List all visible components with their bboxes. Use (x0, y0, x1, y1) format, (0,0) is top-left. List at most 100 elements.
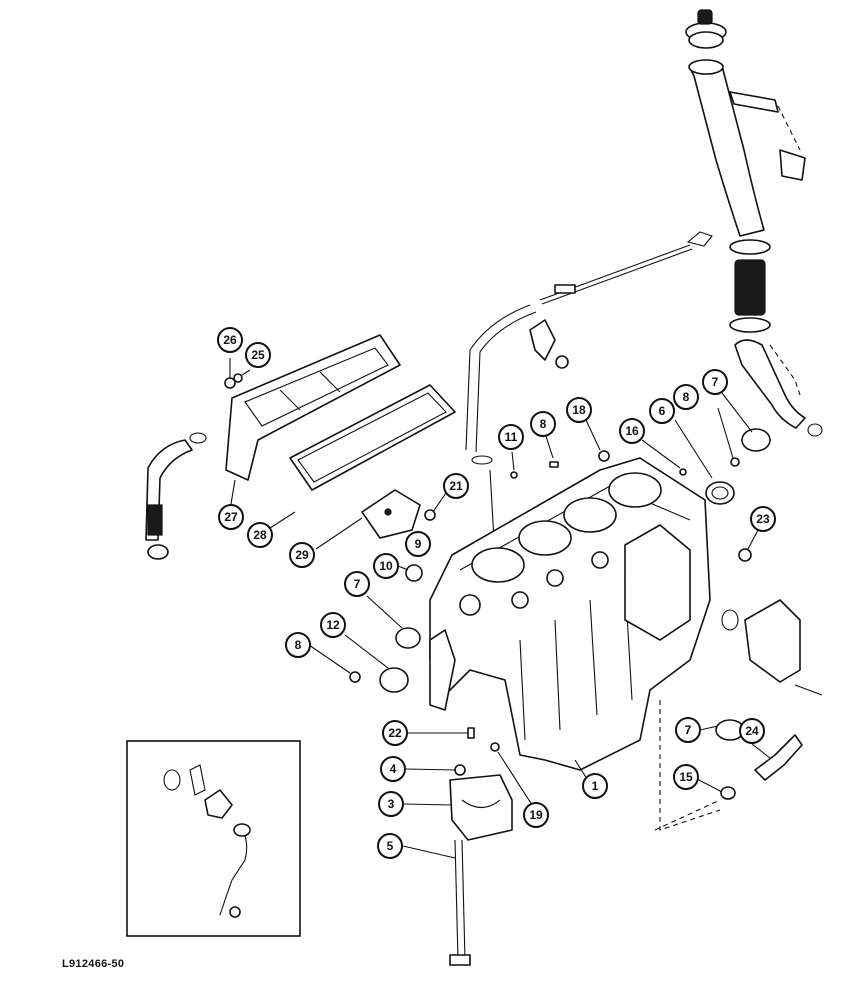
oil-filler-cap (685, 9, 727, 49)
callout-19: 19 (523, 802, 549, 828)
callout-number: 22 (388, 726, 402, 740)
callout-circle (218, 504, 244, 530)
callout-number: 5 (387, 839, 394, 853)
callout-8: 8 (673, 384, 699, 410)
callout-circle (320, 612, 346, 638)
callout-29: 29 (289, 542, 315, 568)
callout-number: 25 (251, 348, 265, 362)
cam-bushing (705, 481, 735, 505)
callout-circle (378, 791, 404, 817)
callout-number: 21 (449, 479, 463, 493)
callout-circle (382, 720, 408, 746)
callout-circle (530, 411, 556, 437)
callout-circle (649, 398, 675, 424)
callout-circle (405, 531, 431, 557)
small-parts (224, 373, 752, 776)
callout-circle (675, 717, 701, 743)
callout-number: 11 (505, 430, 518, 444)
callout-7: 7 (675, 717, 701, 743)
callout-number: 1 (592, 779, 599, 793)
dipstick-tube (465, 304, 569, 541)
callout-number: 27 (224, 510, 238, 524)
callout-circle (702, 369, 728, 395)
callout-3: 3 (378, 791, 404, 817)
rear-cover (721, 599, 823, 696)
callout-circle (377, 833, 403, 859)
callout-circle (498, 424, 524, 450)
callout-circle (673, 384, 699, 410)
callout-number: 7 (354, 577, 361, 591)
callout-number: 16 (625, 424, 639, 438)
callout-18: 18 (566, 397, 592, 423)
callout-21: 21 (443, 473, 469, 499)
breather-cover (225, 334, 401, 481)
callout-number: 7 (685, 723, 692, 737)
cap-bolt (449, 839, 471, 966)
callout-25: 25 (245, 342, 271, 368)
callout-26: 26 (217, 327, 243, 353)
callout-5: 5 (377, 833, 403, 859)
dipstick (539, 231, 713, 305)
callout-1: 1 (582, 773, 608, 799)
callout-circle (739, 718, 765, 744)
callout-7: 7 (344, 571, 370, 597)
callout-number: 7 (712, 375, 719, 389)
callout-23: 23 (750, 506, 776, 532)
callout-number: 9 (415, 537, 422, 551)
callout-circle (285, 632, 311, 658)
callout-number: 23 (756, 512, 770, 526)
callout-number: 8 (683, 390, 690, 404)
callout-number: 8 (295, 638, 302, 652)
callout-8: 8 (285, 632, 311, 658)
callout-number: 24 (745, 724, 759, 738)
callout-9: 9 (405, 531, 431, 557)
callout-circle (443, 473, 469, 499)
callout-16: 16 (619, 418, 645, 444)
callout-4: 4 (380, 756, 406, 782)
callout-circle (619, 418, 645, 444)
callout-circle (380, 756, 406, 782)
callout-7: 7 (702, 369, 728, 395)
cover-gasket (289, 384, 456, 491)
callout-number: 8 (540, 417, 547, 431)
callout-6: 6 (649, 398, 675, 424)
callout-28: 28 (247, 522, 273, 548)
callout-circle (245, 342, 271, 368)
callout-10: 10 (373, 553, 399, 579)
callout-number: 18 (572, 403, 586, 417)
callout-circle (373, 553, 399, 579)
callout-circle (289, 542, 315, 568)
cover-plate (361, 489, 421, 539)
callout-number: 3 (388, 797, 395, 811)
callout-number: 26 (223, 333, 237, 347)
callout-12: 12 (320, 612, 346, 638)
callout-number: 4 (390, 762, 397, 776)
breather-hose (145, 432, 207, 560)
callout-circle (247, 522, 273, 548)
callout-circle (582, 773, 608, 799)
callout-11: 11 (498, 424, 524, 450)
inset-detail-box (126, 740, 301, 937)
hose-clamps-and-hose (729, 239, 823, 437)
callout-circle (673, 764, 699, 790)
callout-22: 22 (382, 720, 408, 746)
cylinder-block (429, 457, 711, 771)
callout-number: 15 (679, 770, 693, 784)
callout-number: 19 (529, 808, 543, 822)
callout-circle (523, 802, 549, 828)
callout-24: 24 (739, 718, 765, 744)
callout-circle (344, 571, 370, 597)
oil-filler-tube (688, 59, 806, 237)
expansion-plug (741, 428, 771, 452)
callout-number: 28 (253, 528, 267, 542)
callout-number: 10 (379, 559, 393, 573)
callout-circle (750, 506, 776, 532)
callout-27: 27 (218, 504, 244, 530)
callout-number: 29 (295, 548, 309, 562)
callout-number: 6 (659, 404, 666, 418)
callout-number: 12 (326, 618, 340, 632)
callout-8: 8 (530, 411, 556, 437)
leader-lines (229, 358, 771, 859)
oil-drain-elbow (654, 700, 803, 831)
callout-circle (566, 397, 592, 423)
